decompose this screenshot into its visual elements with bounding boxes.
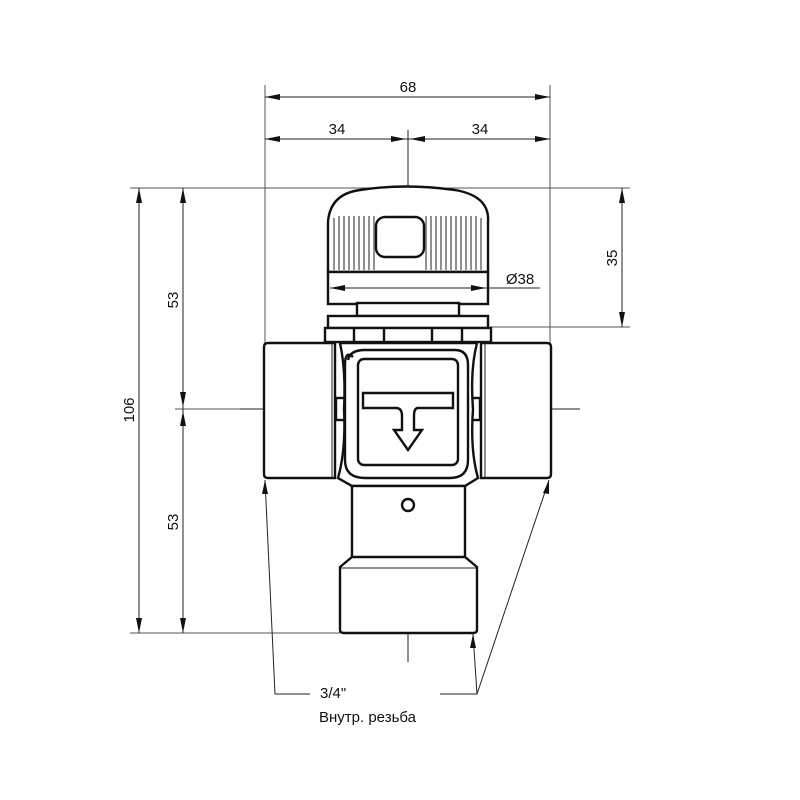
dimension-label-34-right: 34 <box>472 121 489 138</box>
dimension-label-53-lower: 53 <box>165 514 182 531</box>
dimension-label-diameter-38: Ø38 <box>506 271 534 288</box>
dimension-label-35: 35 <box>604 250 621 267</box>
flow-direction-mark <box>361 391 455 453</box>
body-face-panel <box>356 357 460 467</box>
knob-neck <box>355 301 461 318</box>
knob-window <box>374 215 426 259</box>
outlet-port <box>338 484 479 635</box>
dimension-half-heights: 53 53 <box>165 188 186 633</box>
dimension-label-53-upper: 53 <box>165 292 182 309</box>
dimension-knob-diameter: Ø38 <box>330 271 540 291</box>
dimension-label-34-left: 34 <box>329 121 346 138</box>
left-inlet-port <box>262 341 348 480</box>
adjustment-knob <box>323 185 493 344</box>
knob-nut <box>323 326 493 344</box>
valve-body <box>336 341 480 488</box>
knob-washer <box>326 314 490 330</box>
dimension-label-106: 106 <box>121 397 138 422</box>
dimension-half-widths: 34 34 <box>265 121 550 142</box>
dimension-total-height: 106 <box>121 188 142 633</box>
dimension-label-68: 68 <box>400 79 417 96</box>
outlet-hole <box>400 497 416 513</box>
right-inlet-port <box>468 341 553 480</box>
thread-size-label: 3/4" <box>320 685 346 702</box>
thread-callout-leaders <box>262 479 550 695</box>
thread-type-label: Внутр. резьба <box>319 709 417 726</box>
outlet-neck <box>350 484 467 560</box>
dimension-knob-height: 35 <box>604 188 625 327</box>
knob-ribs <box>333 216 482 270</box>
dimension-total-width: 68 <box>265 79 550 100</box>
outlet-nut <box>338 555 479 635</box>
